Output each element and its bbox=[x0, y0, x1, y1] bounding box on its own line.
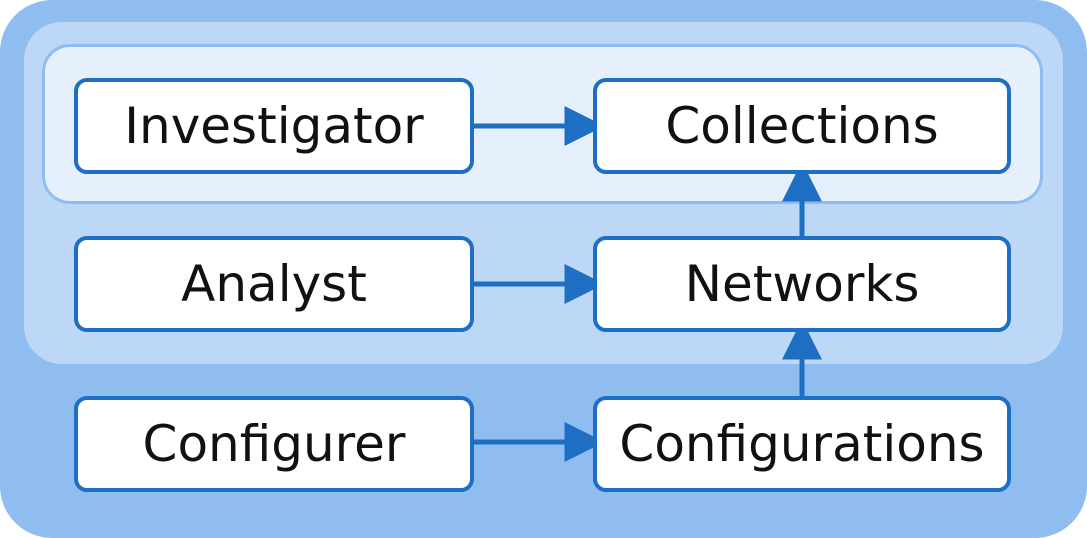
node-collections: Collections bbox=[593, 78, 1011, 174]
node-networks: Networks bbox=[593, 236, 1011, 332]
node-analyst: Analyst bbox=[74, 236, 474, 332]
node-configurer: Configurer bbox=[74, 396, 474, 492]
node-investigator: Investigator bbox=[74, 78, 474, 174]
node-configurations: Configurations bbox=[593, 396, 1011, 492]
